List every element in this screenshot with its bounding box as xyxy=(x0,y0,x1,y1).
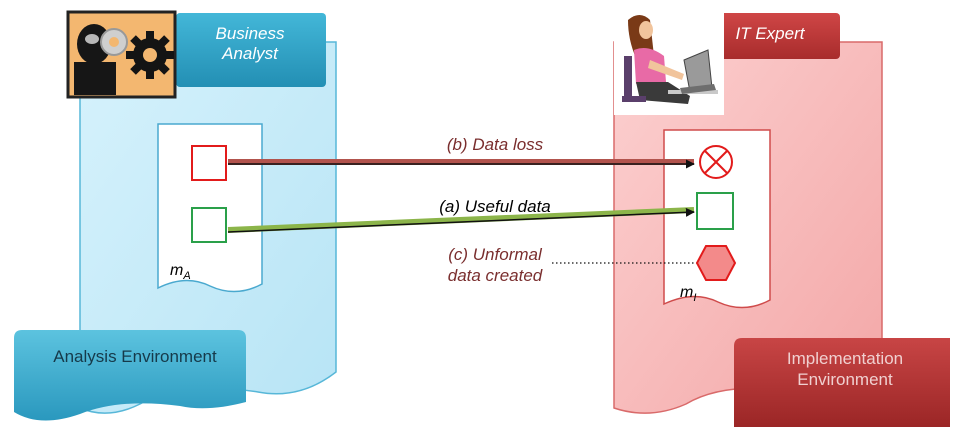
unformal-data-label-line1: (c) Unformal xyxy=(448,245,542,264)
useful-data-label: (a) Useful data xyxy=(439,197,551,216)
useful-data-arrow xyxy=(227,207,695,233)
businessman-gears-icon xyxy=(66,10,177,99)
unformal-data-label-line2: data created xyxy=(447,266,543,285)
useful-data-arrow-core xyxy=(227,207,695,233)
analysis-red-element xyxy=(191,145,227,181)
business-analyst-tab xyxy=(176,13,326,87)
implementation-green-element xyxy=(696,192,734,230)
implementation-model-sub: I xyxy=(693,292,697,305)
data-loss-label: (b) Data loss xyxy=(446,135,544,154)
implementation-environment-label: Implementation Environment xyxy=(786,349,904,389)
unformal-data-label: (c) Unformal data created xyxy=(380,244,610,286)
business-analyst-label: Business Analyst xyxy=(215,24,285,63)
analysis-model-label: mA xyxy=(170,262,191,282)
analysis-model-sub: A xyxy=(183,270,191,283)
analysis-model-base: m xyxy=(170,262,184,279)
it-expert-tab xyxy=(700,13,840,59)
implementation-environment-tab xyxy=(734,338,950,427)
woman-at-laptop-icon xyxy=(614,12,724,115)
analysis-environment-label: Analysis Environment xyxy=(53,347,217,366)
lost-element-cross-icon xyxy=(699,145,733,179)
it-expert-label: IT Expert xyxy=(735,24,805,43)
implementation-model-base: m xyxy=(680,284,694,301)
analysis-environment-tab xyxy=(14,330,246,421)
implementation-model-label: mI xyxy=(680,284,696,304)
unformal-hexagon-element xyxy=(695,245,737,281)
analysis-green-element xyxy=(191,207,227,243)
